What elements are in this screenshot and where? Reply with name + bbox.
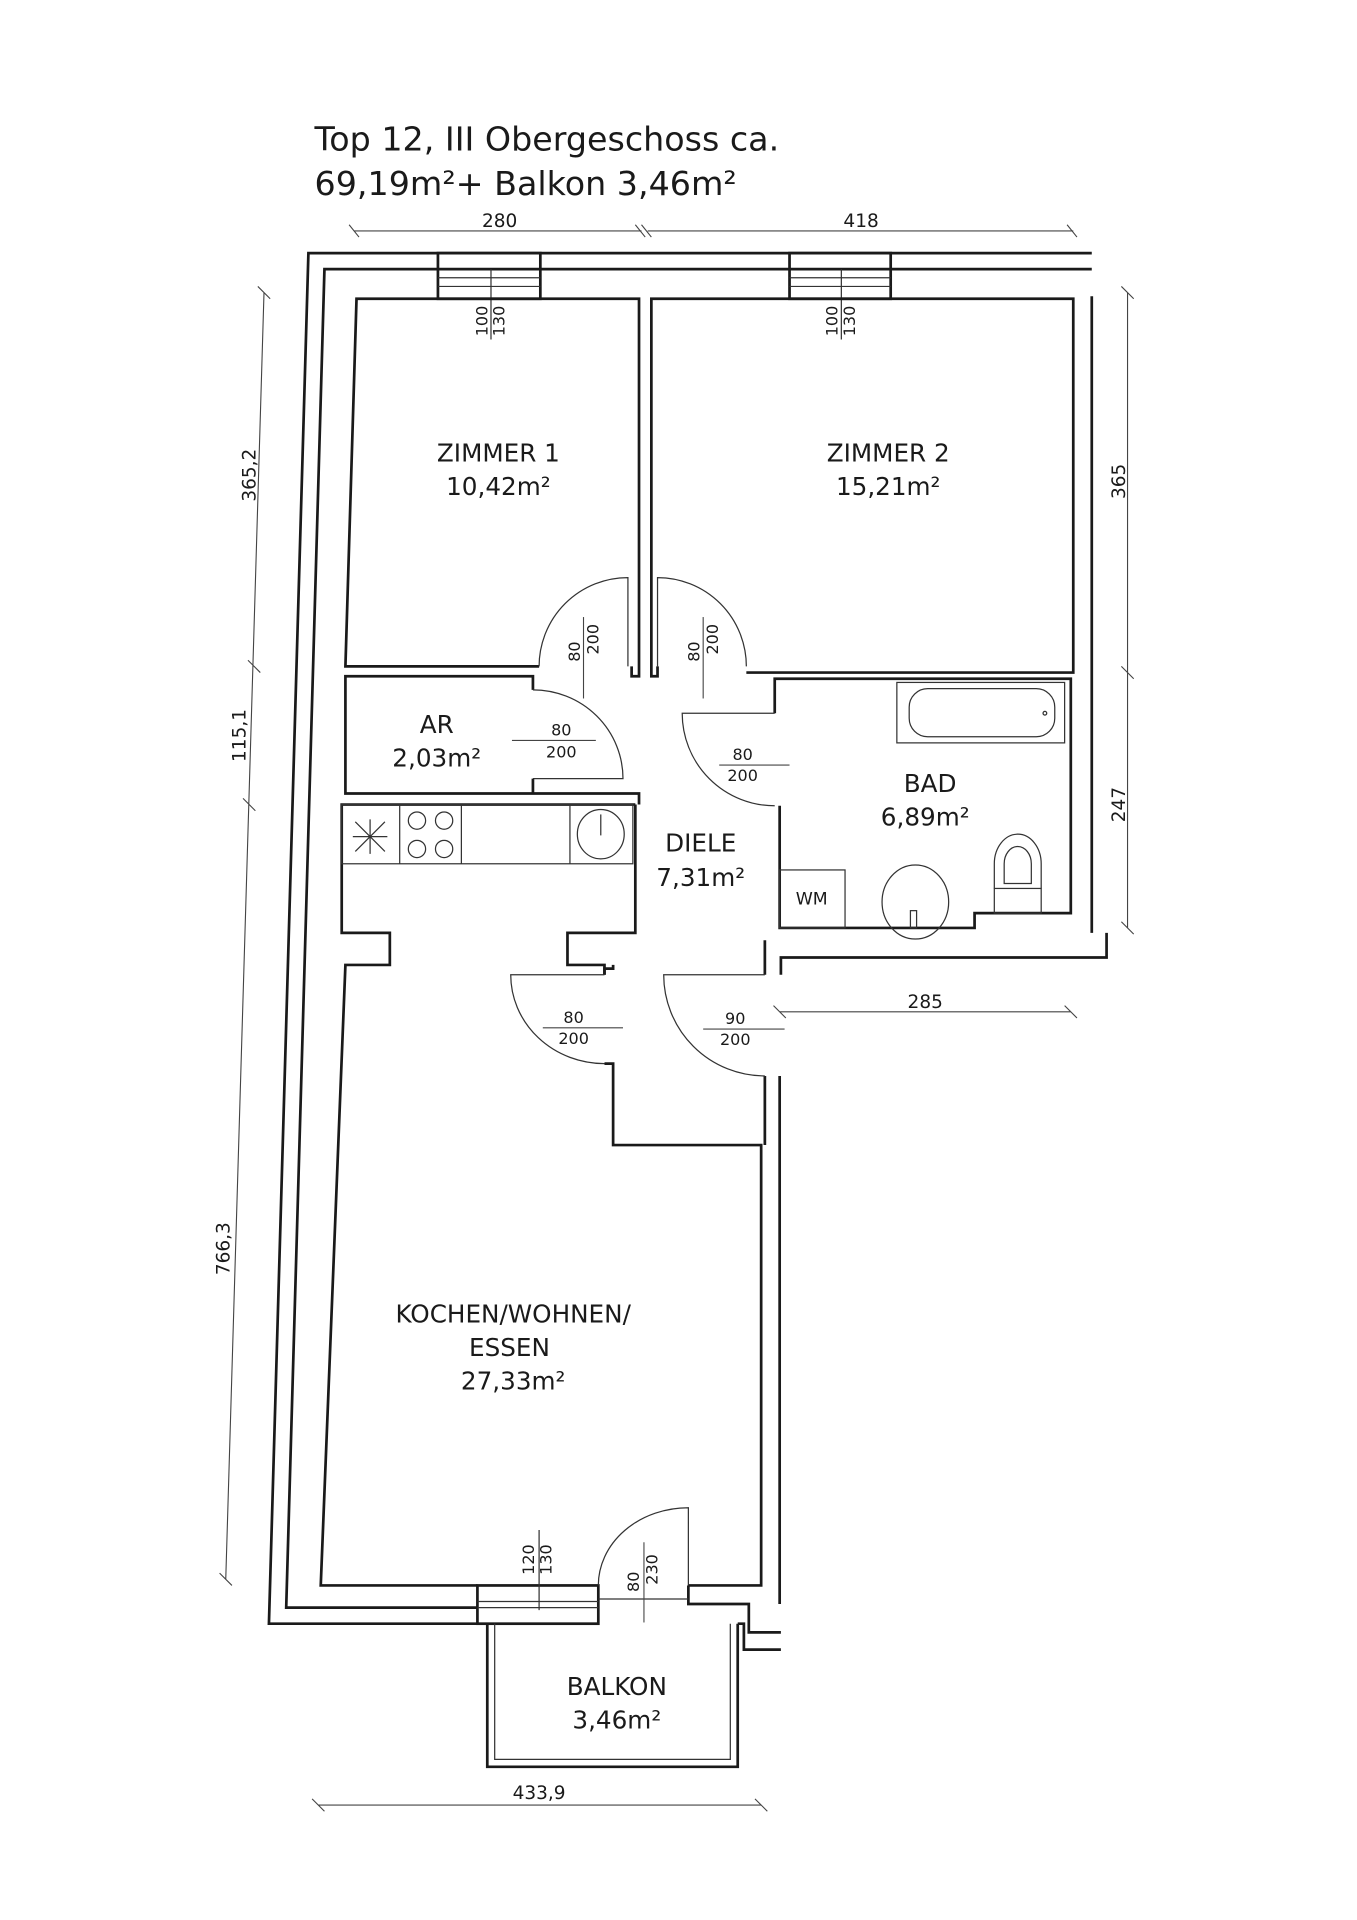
door-entry-height: 200: [720, 1030, 751, 1049]
room-bad-area: 6,89m²: [881, 803, 970, 832]
washing-machine: [779, 869, 846, 929]
door-balkon-height: 230: [643, 1554, 662, 1585]
room-wohnen-name-line1: KOCHEN/WOHNEN/: [395, 1300, 631, 1329]
kitchen-partition: [603, 964, 615, 975]
room-wohnen-name-line2: ESSEN: [469, 1333, 550, 1362]
dimension-lines: [219, 224, 1135, 1812]
door-zimmer1[interactable]: [538, 576, 629, 699]
door-wohnen[interactable]: [510, 974, 623, 1065]
kitchen-counter: [341, 803, 634, 865]
door-zimmer2[interactable]: [656, 576, 747, 699]
plan-title-line2: 69,19m²+ Balkon 3,46m²: [315, 164, 737, 203]
room-bad-name: BAD: [904, 769, 957, 798]
door-zimmer1-width: 80: [565, 641, 584, 661]
fridge-icon: [352, 819, 388, 854]
door-zimmer1-height: 200: [583, 624, 602, 655]
room-zimmer1-area: 10,42m²: [446, 472, 551, 501]
dim-left-upper: 365,2: [239, 449, 260, 502]
zimmer2-walls: [650, 297, 1075, 678]
balcony-railing: [485, 1623, 740, 1769]
washing-machine-label: WM: [796, 889, 828, 909]
dim-right-upper: 365: [1109, 464, 1130, 499]
dim-bottom: 433,9: [513, 1783, 566, 1804]
window-wohnen: [476, 1529, 600, 1626]
bathtub-icon: [896, 681, 1066, 744]
room-zimmer2-area: 15,21m²: [836, 472, 941, 501]
zimmer1-walls: [344, 297, 641, 678]
door-entry-width: 90: [725, 1009, 745, 1028]
door-bad-width: 80: [732, 745, 752, 764]
dim-top-right: 418: [843, 211, 878, 232]
room-zimmer1-name: ZIMMER 1: [437, 439, 560, 468]
door-ar-height: 200: [546, 743, 577, 762]
dim-right-lower: 247: [1109, 787, 1130, 822]
room-ar-name: AR: [420, 710, 454, 739]
kitchen-walls: [319, 803, 767, 1587]
outer-walls: [267, 251, 1108, 1651]
room-balkon-name: BALKON: [567, 1672, 667, 1701]
room-zimmer2-name: ZIMMER 2: [827, 439, 950, 468]
door-bad-height: 200: [727, 766, 758, 785]
door-bad[interactable]: [681, 712, 790, 807]
room-wohnen-area: 27,33m²: [461, 1366, 566, 1395]
dim-mid-right: 285: [908, 992, 943, 1013]
dim-top-left: 280: [482, 211, 517, 232]
window-wohnen-height: 130: [536, 1544, 555, 1575]
door-ar[interactable]: [511, 689, 624, 780]
dim-left-lower: 766,3: [213, 1222, 234, 1275]
dim-left-middle: 115,1: [229, 709, 250, 762]
stove-icon: [407, 811, 454, 859]
plan-title-line1: Top 12, III Obergeschoss ca.: [314, 120, 780, 159]
door-ar-width: 80: [551, 720, 571, 739]
door-wohnen-width: 80: [563, 1008, 583, 1027]
door-zimmer2-width: 80: [684, 641, 703, 661]
window-zimmer1-width: 100: [472, 306, 491, 337]
door-balkon[interactable]: [597, 1507, 689, 1623]
door-balkon-width: 80: [624, 1572, 643, 1592]
window-zimmer2-width: 100: [823, 306, 842, 337]
ar-walls: [344, 674, 641, 805]
window-wohnen-width: 120: [519, 1544, 538, 1575]
toilet-icon: [993, 833, 1042, 914]
door-wohnen-height: 200: [558, 1029, 589, 1048]
washbasin-icon: [881, 864, 950, 940]
window-zimmer2-height: 130: [840, 306, 859, 337]
door-zimmer2-height: 200: [703, 624, 722, 655]
sink-icon: [576, 808, 625, 860]
room-diele-area: 7,31m²: [656, 863, 745, 892]
room-ar-area: 2,03m²: [392, 743, 481, 772]
room-balkon-area: 3,46m²: [572, 1706, 661, 1735]
window-zimmer1-height: 130: [490, 306, 509, 337]
room-diele-name: DIELE: [665, 828, 736, 857]
door-entry[interactable]: [663, 974, 785, 1077]
